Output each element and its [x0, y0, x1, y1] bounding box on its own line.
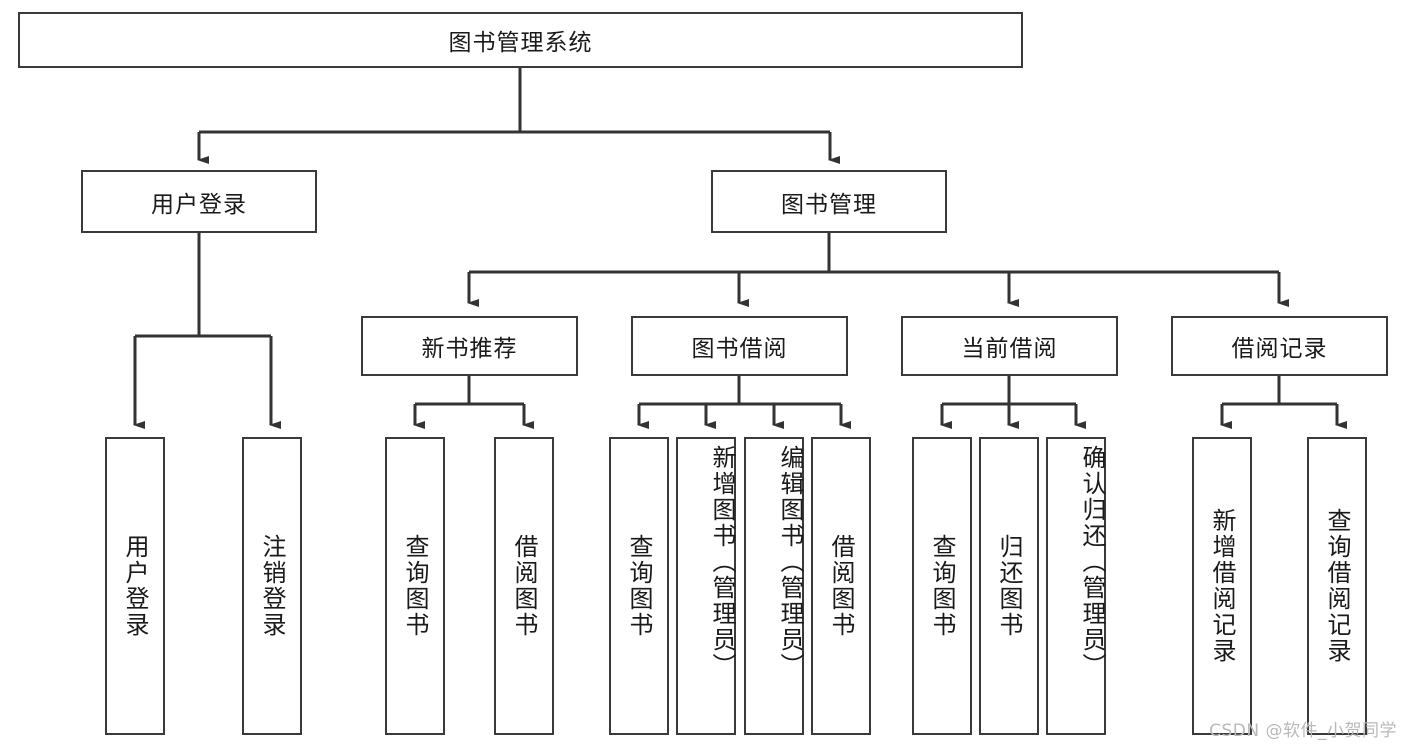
node-leaf-query-book-1-label: 查询图书 [401, 534, 429, 638]
node-user-login-label: 用户登录 [151, 191, 247, 218]
node-leaf-user-login-label: 用户登录 [121, 534, 149, 638]
node-leaf-user-login[interactable]: 用户登录 [105, 437, 165, 735]
node-leaf-logout[interactable]: 注销登录 [242, 437, 302, 735]
node-new-book-recommend[interactable]: 新书推荐 [361, 316, 578, 376]
node-leaf-borrow-book-1[interactable]: 借阅图书 [494, 437, 554, 735]
node-leaf-query-book-3-label: 查询图书 [928, 534, 956, 638]
node-book-manage-label: 图书管理 [781, 191, 877, 218]
node-leaf-query-book-3[interactable]: 查询图书 [912, 437, 972, 735]
node-leaf-query-book-2-label: 查询图书 [625, 534, 653, 638]
node-book-borrow-label: 图书借阅 [691, 336, 788, 362]
node-leaf-add-book-label: 新增图书（管理员） [708, 445, 736, 679]
node-leaf-add-book[interactable]: 新增图书（管理员） [676, 437, 736, 735]
node-leaf-confirm-return-label: 确认归还（管理员） [1078, 445, 1106, 679]
node-leaf-confirm-return[interactable]: 确认归还（管理员） [1046, 437, 1106, 735]
node-leaf-edit-book-label: 编辑图书（管理员） [776, 445, 804, 679]
node-leaf-query-record[interactable]: 查询借阅记录 [1307, 437, 1367, 735]
node-leaf-logout-label: 注销登录 [258, 534, 286, 638]
node-current-borrow-label: 当前借阅 [961, 336, 1058, 362]
node-book-borrow[interactable]: 图书借阅 [631, 316, 848, 376]
node-leaf-borrow-book-1-label: 借阅图书 [510, 534, 538, 638]
node-leaf-return-book-label: 归还图书 [995, 534, 1023, 638]
node-leaf-borrow-book-2[interactable]: 借阅图书 [811, 437, 871, 735]
node-borrow-record-label: 借阅记录 [1231, 336, 1328, 362]
node-new-book-recommend-label: 新书推荐 [421, 336, 518, 362]
node-leaf-add-record-label: 新增借阅记录 [1208, 508, 1236, 664]
node-root[interactable]: 图书管理系统 [18, 12, 1023, 68]
node-current-borrow[interactable]: 当前借阅 [901, 316, 1118, 376]
node-leaf-add-record[interactable]: 新增借阅记录 [1192, 437, 1252, 735]
node-leaf-return-book[interactable]: 归还图书 [979, 437, 1039, 735]
node-leaf-query-record-label: 查询借阅记录 [1323, 508, 1351, 664]
node-borrow-record[interactable]: 借阅记录 [1171, 316, 1388, 376]
node-leaf-query-book-1[interactable]: 查询图书 [385, 437, 445, 735]
node-root-label: 图书管理系统 [448, 30, 593, 56]
node-user-login[interactable]: 用户登录 [81, 170, 317, 233]
node-leaf-borrow-book-2-label: 借阅图书 [827, 534, 855, 638]
node-leaf-edit-book[interactable]: 编辑图书（管理员） [744, 437, 804, 735]
csdn-watermark: CSDN @软件_小贺同学 [1209, 721, 1397, 741]
node-book-manage[interactable]: 图书管理 [711, 170, 947, 233]
node-leaf-query-book-2[interactable]: 查询图书 [609, 437, 669, 735]
